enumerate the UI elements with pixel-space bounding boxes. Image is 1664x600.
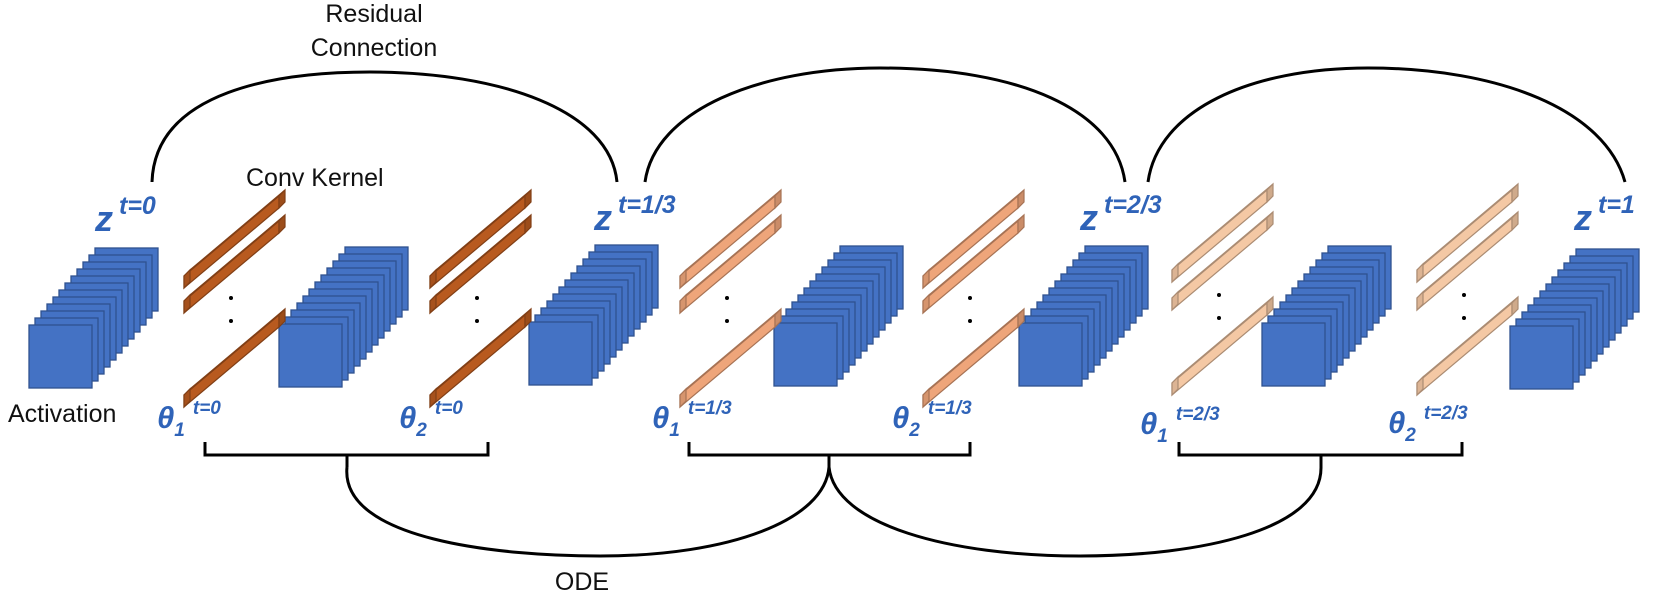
ellipsis-dot <box>725 319 729 323</box>
activation-stack <box>1509 248 1640 390</box>
kernel-label-theta2-t1-3: θ2t=1/3 <box>892 398 972 441</box>
ellipsis-dot <box>1462 293 1466 297</box>
conv-kernel-bar <box>1171 182 1274 284</box>
conv-kernel-group <box>922 188 1025 409</box>
conv-kernel-bar <box>429 307 532 409</box>
conv-kernel-group <box>429 188 532 409</box>
conv-kernel-bar <box>922 307 1025 409</box>
conv-kernel-group <box>679 188 782 409</box>
conv-kernel-bar <box>1416 295 1519 397</box>
conv-kernel-bar <box>429 188 532 290</box>
activation-channel <box>528 321 593 386</box>
activation-channel <box>1261 322 1326 387</box>
kernel-groups <box>183 182 1519 409</box>
activation-channel <box>1018 322 1083 387</box>
residual-arcs <box>150 66 1627 183</box>
ellipsis-dot <box>229 296 233 300</box>
conv-kernel-bar <box>1171 295 1274 397</box>
ode-label: ODE <box>555 568 609 596</box>
conv-kernel-bar <box>679 213 782 315</box>
activation-stack <box>1018 245 1149 387</box>
bracket-1 <box>203 442 490 457</box>
residual-label-line2: Connection <box>311 34 437 62</box>
activation-stack <box>278 246 409 388</box>
conv-kernel-bar <box>1171 210 1274 312</box>
kernel-label-theta2-t2-3: θ2t=2/3 <box>1388 403 1468 446</box>
residual-arc-3 <box>1146 66 1627 183</box>
conv-kernel-label: Conv Kernel <box>246 164 384 192</box>
conv-kernel-bar <box>679 188 782 290</box>
conv-kernel-bar <box>922 213 1025 315</box>
ode-arc-2 <box>827 466 1323 558</box>
conv-kernel-bar <box>183 307 286 409</box>
activation-channel <box>278 323 343 388</box>
conv-kernel-bar <box>679 307 782 409</box>
conv-kernel-bar <box>429 213 532 315</box>
activation-stack <box>773 245 904 387</box>
ellipsis-dot <box>475 319 479 323</box>
ellipsis-dot <box>725 296 729 300</box>
conv-kernel-group <box>183 188 286 409</box>
conv-kernel-group <box>1416 182 1519 397</box>
activation-stack <box>528 244 659 386</box>
residual-arc-1 <box>150 70 619 183</box>
activation-label: Activation <box>8 400 116 428</box>
bracket-3 <box>1177 442 1464 457</box>
conv-kernel-group <box>1171 182 1274 397</box>
residual-label-line1: Residual <box>325 0 422 28</box>
conv-kernel-bar <box>183 213 286 315</box>
conv-kernel-bar <box>922 188 1025 290</box>
activation-stack <box>28 247 159 389</box>
conv-kernel-bar <box>1416 182 1519 284</box>
kernel-label-theta1-t0: θ1t=0 <box>157 398 221 441</box>
ellipsis-dot <box>1217 316 1221 320</box>
ellipsis-dot <box>968 319 972 323</box>
bottom-brackets <box>203 442 1464 467</box>
ellipsis-dot <box>968 296 972 300</box>
bracket-2 <box>687 442 972 457</box>
conv-kernel-bar <box>183 188 286 290</box>
ellipsis-dot <box>1462 316 1466 320</box>
activation-channel <box>1509 325 1574 390</box>
conv-kernel-bar <box>1416 210 1519 312</box>
activation-channel <box>28 324 93 389</box>
ode-arc-1 <box>345 466 831 558</box>
kernel-label-theta1-t1-3: θ1t=1/3 <box>652 398 732 441</box>
ode-arcs <box>345 466 1323 558</box>
activation-stack <box>1261 245 1392 387</box>
ellipsis-dot <box>1217 293 1221 297</box>
ellipsis-dot <box>229 319 233 323</box>
kernel-label-theta2-t0: θ2t=0 <box>399 398 463 441</box>
ellipsis-dot <box>475 296 479 300</box>
kernel-label-theta1-t2-3: θ1t=2/3 <box>1140 404 1220 447</box>
activation-stacks <box>28 244 1640 390</box>
residual-arc-2 <box>643 66 1127 183</box>
activation-channel <box>773 322 838 387</box>
